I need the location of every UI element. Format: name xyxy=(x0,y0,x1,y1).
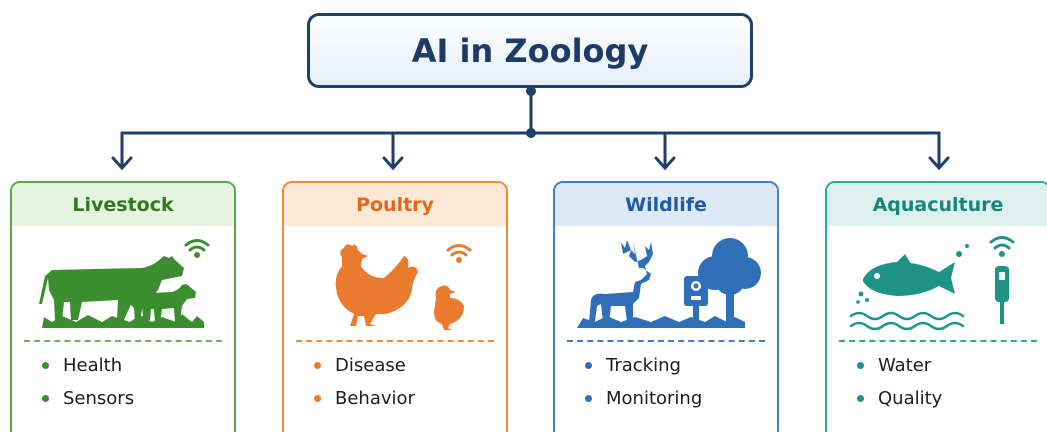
bullet-dot xyxy=(42,395,49,402)
aquaculture-illustration xyxy=(849,236,1015,331)
chick-icon xyxy=(434,285,464,330)
wifi-icon xyxy=(446,244,472,263)
arrow-head-wildlife xyxy=(654,156,676,171)
list-item: Behavior xyxy=(314,382,415,415)
card-list-poultry: Disease Behavior xyxy=(314,349,415,415)
card-title-livestock: Livestock xyxy=(12,183,234,226)
card-list-aquaculture: Water Quality xyxy=(857,349,942,415)
card-title-poultry: Poultry xyxy=(284,183,506,226)
calf-icon xyxy=(130,284,196,322)
bullet-dot xyxy=(585,362,592,369)
wifi-icon xyxy=(184,239,210,258)
card-divider xyxy=(839,340,1037,342)
root-junction-dot xyxy=(526,86,536,96)
list-item-label: Sensors xyxy=(63,388,135,409)
list-item: Disease xyxy=(314,349,415,382)
fish-icon xyxy=(856,254,955,304)
list-item: Tracking xyxy=(585,349,702,382)
camera-trap-icon xyxy=(684,276,708,326)
card-divider xyxy=(296,340,494,342)
root-title: AI in Zoology xyxy=(411,31,649,70)
list-item-label: Tracking xyxy=(606,355,681,376)
category-card-livestock: Livestock Health xyxy=(10,181,236,432)
arrow-head-aquaculture xyxy=(928,156,950,171)
branch-junction-dot xyxy=(526,128,536,138)
bullet-dot xyxy=(857,395,864,402)
list-item-label: Behavior xyxy=(335,388,415,409)
card-title-wildlife: Wildlife xyxy=(555,183,777,226)
category-card-poultry: Poultry Disease Behavior xyxy=(282,181,508,432)
card-divider xyxy=(24,340,222,342)
cow-icon xyxy=(39,256,184,320)
deer-icon xyxy=(589,240,653,322)
bubbles-icon xyxy=(956,244,969,257)
list-item: Health xyxy=(42,349,134,382)
list-item: Sensors xyxy=(42,382,134,415)
list-item-label: Quality xyxy=(878,388,943,409)
wifi-icon xyxy=(989,236,1015,257)
card-title-aquaculture: Aquaculture xyxy=(827,183,1047,226)
list-item: Quality xyxy=(857,382,942,415)
card-divider xyxy=(567,340,765,342)
poultry-illustration xyxy=(335,244,472,330)
arrow-head-livestock xyxy=(111,156,133,171)
bullet-dot xyxy=(42,362,49,369)
category-card-wildlife: Wildlife xyxy=(553,181,779,432)
card-list-wildlife: Tracking Monitoring xyxy=(585,349,702,415)
water-waves-icon xyxy=(849,311,965,331)
bullet-dot xyxy=(314,362,321,369)
bullet-dot xyxy=(314,395,321,402)
category-card-aquaculture: Aquaculture xyxy=(825,181,1047,432)
list-item: Monitoring xyxy=(585,382,702,415)
list-item-label: Disease xyxy=(335,355,406,376)
list-item: Water xyxy=(857,349,942,382)
grass-icon xyxy=(42,314,204,328)
tree-icon xyxy=(698,238,761,325)
bullet-dot xyxy=(585,395,592,402)
hen-icon xyxy=(335,244,418,326)
grass-icon xyxy=(577,316,745,328)
bullet-dot xyxy=(857,362,864,369)
list-item-label: Water xyxy=(878,355,932,376)
wildlife-illustration xyxy=(577,238,761,328)
arrow-head-poultry xyxy=(382,156,404,171)
livestock-illustration xyxy=(39,239,210,328)
root-node: AI in Zoology xyxy=(307,13,753,88)
water-sensor-icon xyxy=(995,266,1009,324)
list-item-label: Health xyxy=(63,355,123,376)
list-item-label: Monitoring xyxy=(606,388,703,409)
card-list-livestock: Health Sensors xyxy=(42,349,134,415)
